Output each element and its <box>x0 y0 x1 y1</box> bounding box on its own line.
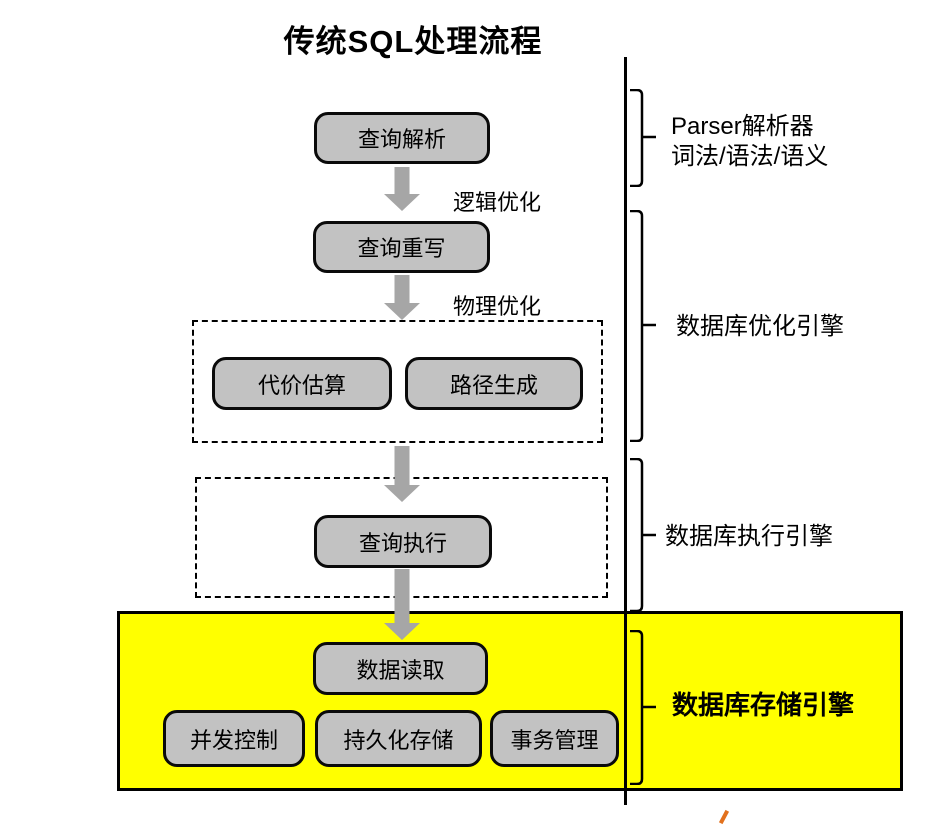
watermark-mark <box>718 809 730 825</box>
arrow-down-icon <box>384 446 420 502</box>
flow-box-cost-estimation: 代价估算 <box>212 357 392 410</box>
executor-bracket-icon <box>630 458 656 612</box>
parser-annotation-line1: Parser解析器 <box>671 113 814 140</box>
flow-box-label: 代价估算 <box>257 372 346 398</box>
physical-optimization-label: 物理优化 <box>453 294 542 319</box>
flow-box-label: 事务管理 <box>510 727 599 753</box>
flow-box-query-execution: 查询执行 <box>314 515 492 568</box>
flow-box-query-rewrite: 查询重写 <box>313 221 490 273</box>
flow-box-label: 持久化存储 <box>343 727 454 753</box>
page-title: 传统SQL处理流程 <box>283 24 543 59</box>
parser-annotation: Parser解析器 词法/语法/语义 <box>671 112 828 172</box>
flow-box-persistent-storage: 持久化存储 <box>315 710 482 767</box>
flow-box-concurrency-control: 并发控制 <box>163 710 305 767</box>
flow-box-query-parse: 查询解析 <box>314 112 490 164</box>
flow-box-data-read: 数据读取 <box>313 642 488 695</box>
arrow-down-icon <box>384 275 420 320</box>
flow-box-label: 并发控制 <box>189 727 278 753</box>
flow-box-transaction-management: 事务管理 <box>490 710 619 767</box>
storage-annotation: 数据库存储引擎 <box>672 690 855 720</box>
optimizer-bracket-icon <box>630 210 656 442</box>
executor-annotation: 数据库执行引擎 <box>665 523 833 550</box>
logical-optimization-label: 逻辑优化 <box>453 190 542 215</box>
divider-line <box>624 57 627 805</box>
arrow-down-icon <box>384 569 420 640</box>
parser-bracket-icon <box>630 89 656 187</box>
parser-annotation-line2: 词法/语法/语义 <box>671 143 829 170</box>
flow-box-label: 数据读取 <box>356 657 445 683</box>
flow-box-label: 查询执行 <box>358 530 447 556</box>
optimizer-annotation: 数据库优化引擎 <box>676 313 844 340</box>
flow-box-path-generation: 路径生成 <box>405 357 583 410</box>
flow-box-label: 查询重写 <box>357 236 446 261</box>
flow-box-label: 路径生成 <box>449 372 538 398</box>
storage-bracket-icon <box>630 630 656 785</box>
arrow-down-icon <box>384 167 420 211</box>
flow-box-label: 查询解析 <box>357 127 446 152</box>
optimizer-dashed-group <box>192 320 603 443</box>
